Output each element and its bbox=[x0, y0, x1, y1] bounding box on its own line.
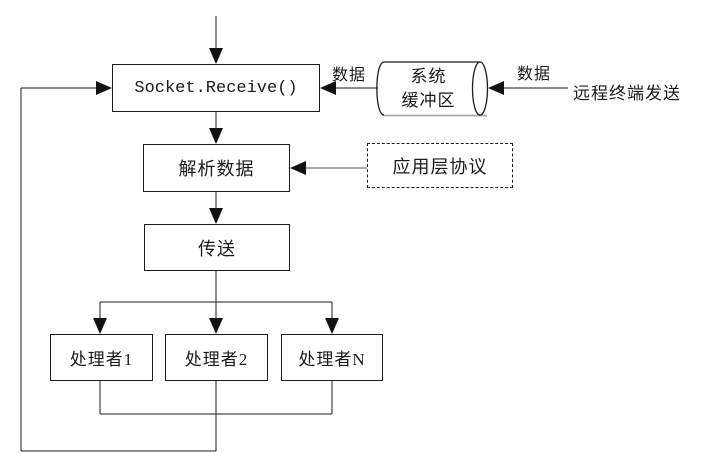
label-data-from-buffer: 数据 bbox=[331, 67, 366, 84]
arrowhead-into-socket-right bbox=[320, 81, 336, 95]
arrowhead-loop-into-socket bbox=[96, 81, 112, 95]
node-system-buffer: 系统 缓冲区 bbox=[384, 63, 473, 115]
arrowhead-protocol-into-parse bbox=[290, 161, 306, 175]
system-buffer-line1: 系统 bbox=[410, 67, 447, 86]
arrowhead-into-parse bbox=[209, 128, 223, 144]
node-app-protocol: 应用层协议 bbox=[367, 143, 513, 188]
node-handler-2: 处理者2 bbox=[165, 334, 268, 381]
arrowhead-top-entry bbox=[209, 48, 223, 64]
arrowhead-into-handler1 bbox=[93, 318, 107, 334]
system-buffer-line2: 缓冲区 bbox=[401, 91, 456, 110]
label-data-from-remote: 数据 bbox=[516, 66, 551, 83]
label-remote-terminal: 远程终端发送 bbox=[573, 84, 681, 103]
arrowhead-into-buffer bbox=[488, 81, 504, 95]
arrowhead-into-handler2 bbox=[209, 318, 223, 334]
node-socket-receive: Socket.Receive() bbox=[112, 64, 320, 112]
node-handler-1: 处理者1 bbox=[50, 334, 153, 381]
system-buffer-cylinder-shape bbox=[376, 61, 489, 117]
arrowhead-into-transmit bbox=[209, 208, 223, 224]
arrowhead-into-handlern bbox=[325, 318, 339, 334]
node-parse-data: 解析数据 bbox=[143, 144, 290, 192]
node-transmit: 传送 bbox=[144, 224, 290, 271]
node-handler-n: 处理者N bbox=[281, 334, 383, 381]
